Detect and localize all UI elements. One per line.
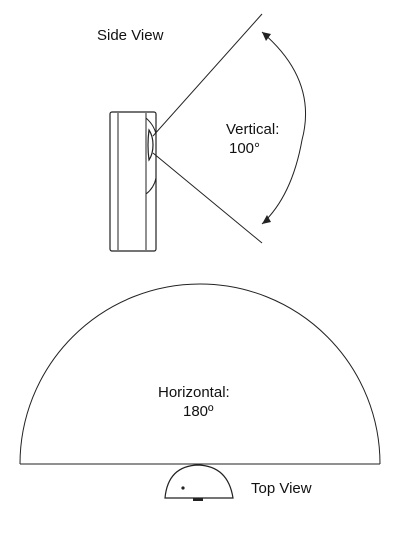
horizontal-fov-angle: 180º — [183, 403, 214, 420]
horizontal-fov-semicircle — [19, 283, 381, 465]
arrowhead-icon — [262, 32, 271, 41]
vertical-angle-arc — [261, 31, 306, 225]
fov-upper-ray — [152, 13, 263, 137]
device-sensor-dot — [181, 486, 185, 490]
arrowhead-icon — [262, 215, 271, 224]
device-connector — [193, 498, 203, 501]
lens-window — [147, 128, 154, 162]
side-view-title: Side View — [97, 27, 164, 44]
device-top-profile — [164, 464, 234, 501]
side-view — [109, 13, 306, 252]
device-side-profile — [109, 111, 157, 252]
fov-lower-ray — [152, 152, 263, 244]
top-view — [19, 283, 381, 501]
vertical-fov-angle: 100° — [229, 140, 261, 157]
device-body — [109, 111, 157, 252]
top-view-title: Top View — [251, 480, 312, 497]
vertical-fov-label: Vertical: — [226, 121, 280, 138]
device-dome — [164, 464, 234, 499]
horizontal-fov-label: Horizontal: — [158, 384, 230, 401]
